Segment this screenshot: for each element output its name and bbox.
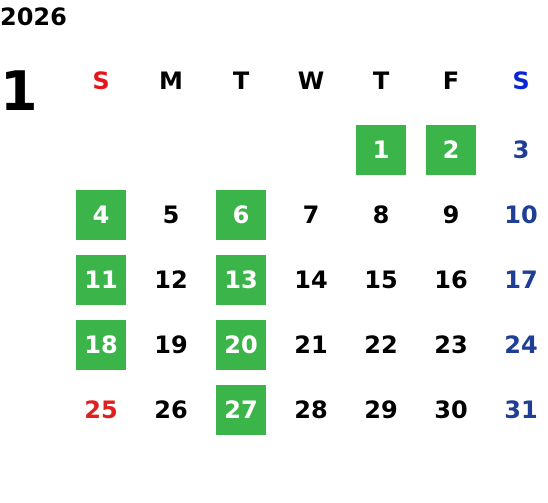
day-cell[interactable]: 5 bbox=[162, 201, 180, 229]
day-cell[interactable]: 27 bbox=[216, 385, 266, 435]
day-cell[interactable]: 9 bbox=[442, 201, 460, 229]
day-cell[interactable]: 31 bbox=[504, 396, 538, 424]
day-cell[interactable]: 26 bbox=[154, 396, 188, 424]
day-cell[interactable]: 16 bbox=[434, 266, 468, 294]
day-cell[interactable]: 19 bbox=[154, 331, 188, 359]
day-cell[interactable]: 28 bbox=[294, 396, 328, 424]
day-cell[interactable]: 20 bbox=[216, 320, 266, 370]
day-cell[interactable]: 13 bbox=[216, 255, 266, 305]
day-cell[interactable]: 2 bbox=[426, 125, 476, 175]
day-cell[interactable]: 10 bbox=[504, 201, 538, 229]
day-cell[interactable]: 15 bbox=[364, 266, 398, 294]
day-cell[interactable]: 7 bbox=[302, 201, 320, 229]
day-cell[interactable]: 1 bbox=[356, 125, 406, 175]
month-number: 1 bbox=[0, 60, 38, 123]
year-label: 2026 bbox=[0, 3, 67, 31]
weekday-header-tue: T bbox=[232, 67, 250, 95]
day-cell[interactable]: 22 bbox=[364, 331, 398, 359]
weekday-header-sat: S bbox=[512, 67, 530, 95]
day-cell[interactable]: 4 bbox=[76, 190, 126, 240]
day-cell[interactable]: 17 bbox=[504, 266, 538, 294]
day-cell[interactable]: 12 bbox=[154, 266, 188, 294]
weekday-header-wed: W bbox=[297, 67, 325, 95]
day-cell[interactable]: 18 bbox=[76, 320, 126, 370]
weekday-header-thu: T bbox=[372, 67, 390, 95]
day-cell[interactable]: 29 bbox=[364, 396, 398, 424]
day-cell[interactable]: 25 bbox=[84, 396, 118, 424]
day-cell[interactable]: 24 bbox=[504, 331, 538, 359]
day-cell[interactable]: 23 bbox=[434, 331, 468, 359]
day-cell[interactable]: 3 bbox=[512, 136, 530, 164]
day-cell[interactable]: 21 bbox=[294, 331, 328, 359]
day-cell[interactable]: 11 bbox=[76, 255, 126, 305]
day-cell[interactable]: 8 bbox=[372, 201, 390, 229]
weekday-header-mon: M bbox=[159, 67, 183, 95]
day-cell[interactable]: 30 bbox=[434, 396, 468, 424]
weekday-header-fri: F bbox=[442, 67, 460, 95]
weekday-header-sun: S bbox=[92, 67, 110, 95]
day-cell[interactable]: 6 bbox=[216, 190, 266, 240]
day-cell[interactable]: 14 bbox=[294, 266, 328, 294]
